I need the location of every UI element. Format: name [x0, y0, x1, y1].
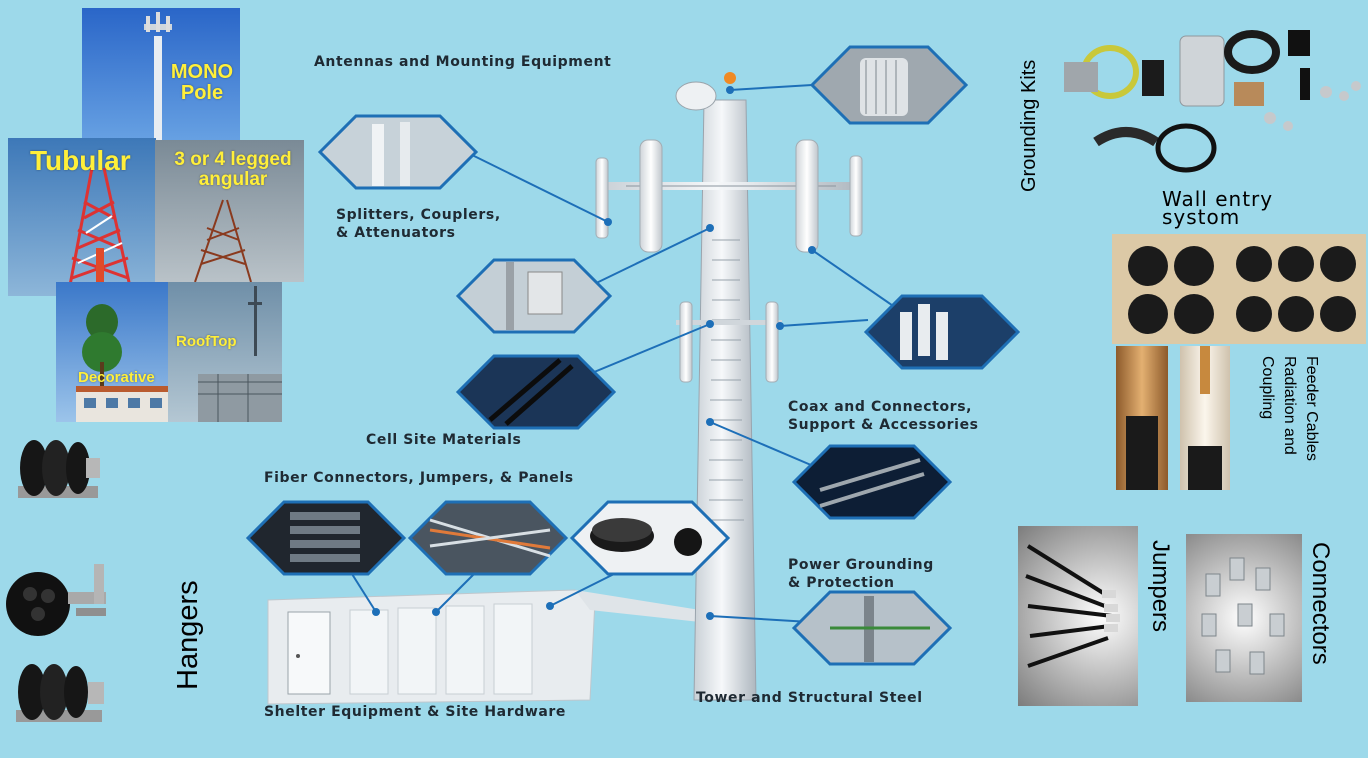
callout-dots [372, 86, 816, 620]
hex-coax-connectors [791, 444, 953, 520]
tubular-tower-illustration [66, 167, 134, 296]
fiber-callout-label: Fiber Connectors, Jumpers, & Panels [264, 470, 574, 486]
mono-pole-photo: MONO Pole [82, 8, 240, 148]
hex-fiber-panel [245, 500, 407, 576]
rooftop-label: RoofTop [176, 333, 237, 350]
hanger-item [16, 664, 104, 722]
wall-entry-panel-4 [1112, 234, 1228, 344]
coax-callout-label: Coax and Connectors, Support & Accessori… [788, 399, 979, 433]
mono-pole-illustration [144, 12, 172, 148]
wall-entry-ports [1236, 246, 1356, 332]
legged-tower-label: 3 or 4 legged angular [174, 149, 292, 190]
hanger-item [18, 440, 100, 498]
connectors-illustration [1201, 557, 1285, 675]
connectors-label: Connectors [1307, 542, 1334, 665]
tubular-photo: Tubular [8, 138, 156, 296]
rooftop-tower-photo: RoofTop [168, 282, 282, 422]
feeder-cables-label: Feeder Cables Radiation and Coupling [1259, 356, 1320, 461]
tower-steel-callout-label: Tower and Structural Steel [696, 690, 923, 706]
wall-entry-label: Wall entry systom [1162, 187, 1274, 229]
shelter-building [267, 589, 700, 705]
wall-entry-ports [1128, 246, 1214, 334]
antennas-callout-label: Antennas and Mounting Equipment [314, 54, 612, 70]
hex-coax-antenna [863, 294, 1021, 370]
feeder-cable-2 [1180, 346, 1230, 490]
cell-site-callout-label: Cell Site Materials [366, 432, 522, 448]
hex-power-grounding [791, 590, 953, 666]
hex-antennas [809, 45, 969, 125]
splitters-callout-label: Splitters, Couplers, & Attenuators [336, 207, 501, 241]
power-callout-label: Power Grounding & Protection [788, 557, 934, 591]
wall-entry-panel-6 [1228, 234, 1366, 344]
hangers-illustrations [6, 440, 106, 722]
jumpers-photo [1018, 526, 1138, 706]
decorative-tower-illustration [76, 304, 170, 422]
grounding-kits-label: Grounding Kits [1018, 59, 1040, 192]
decorative-tower-photo: Decorative [56, 282, 170, 422]
feeder-cable-1 [1116, 346, 1168, 490]
hex-fiber-jumpers [407, 500, 569, 576]
connectors-photo [1186, 534, 1302, 702]
grounding-kits-illustration [1064, 30, 1361, 173]
jumpers-illustration [1025, 544, 1120, 668]
decorative-label: Decorative [78, 369, 155, 386]
hex-splitters [317, 114, 479, 190]
legged-tower-illustration [194, 199, 252, 282]
hanger-item [6, 564, 106, 636]
legged-tower-photo: 3 or 4 legged angular [155, 140, 304, 282]
jumpers-label: Jumpers [1147, 540, 1174, 633]
hex-cell-equipment [455, 258, 613, 334]
hex-cell-site [455, 354, 617, 430]
rooftop-tower-illustration [198, 286, 282, 422]
tubular-label: Tubular [30, 145, 131, 176]
mono-pole-label: MONO Pole [170, 61, 234, 104]
shelter-callout-label: Shelter Equipment & Site Hardware [264, 704, 566, 720]
hex-grommet [569, 500, 731, 576]
